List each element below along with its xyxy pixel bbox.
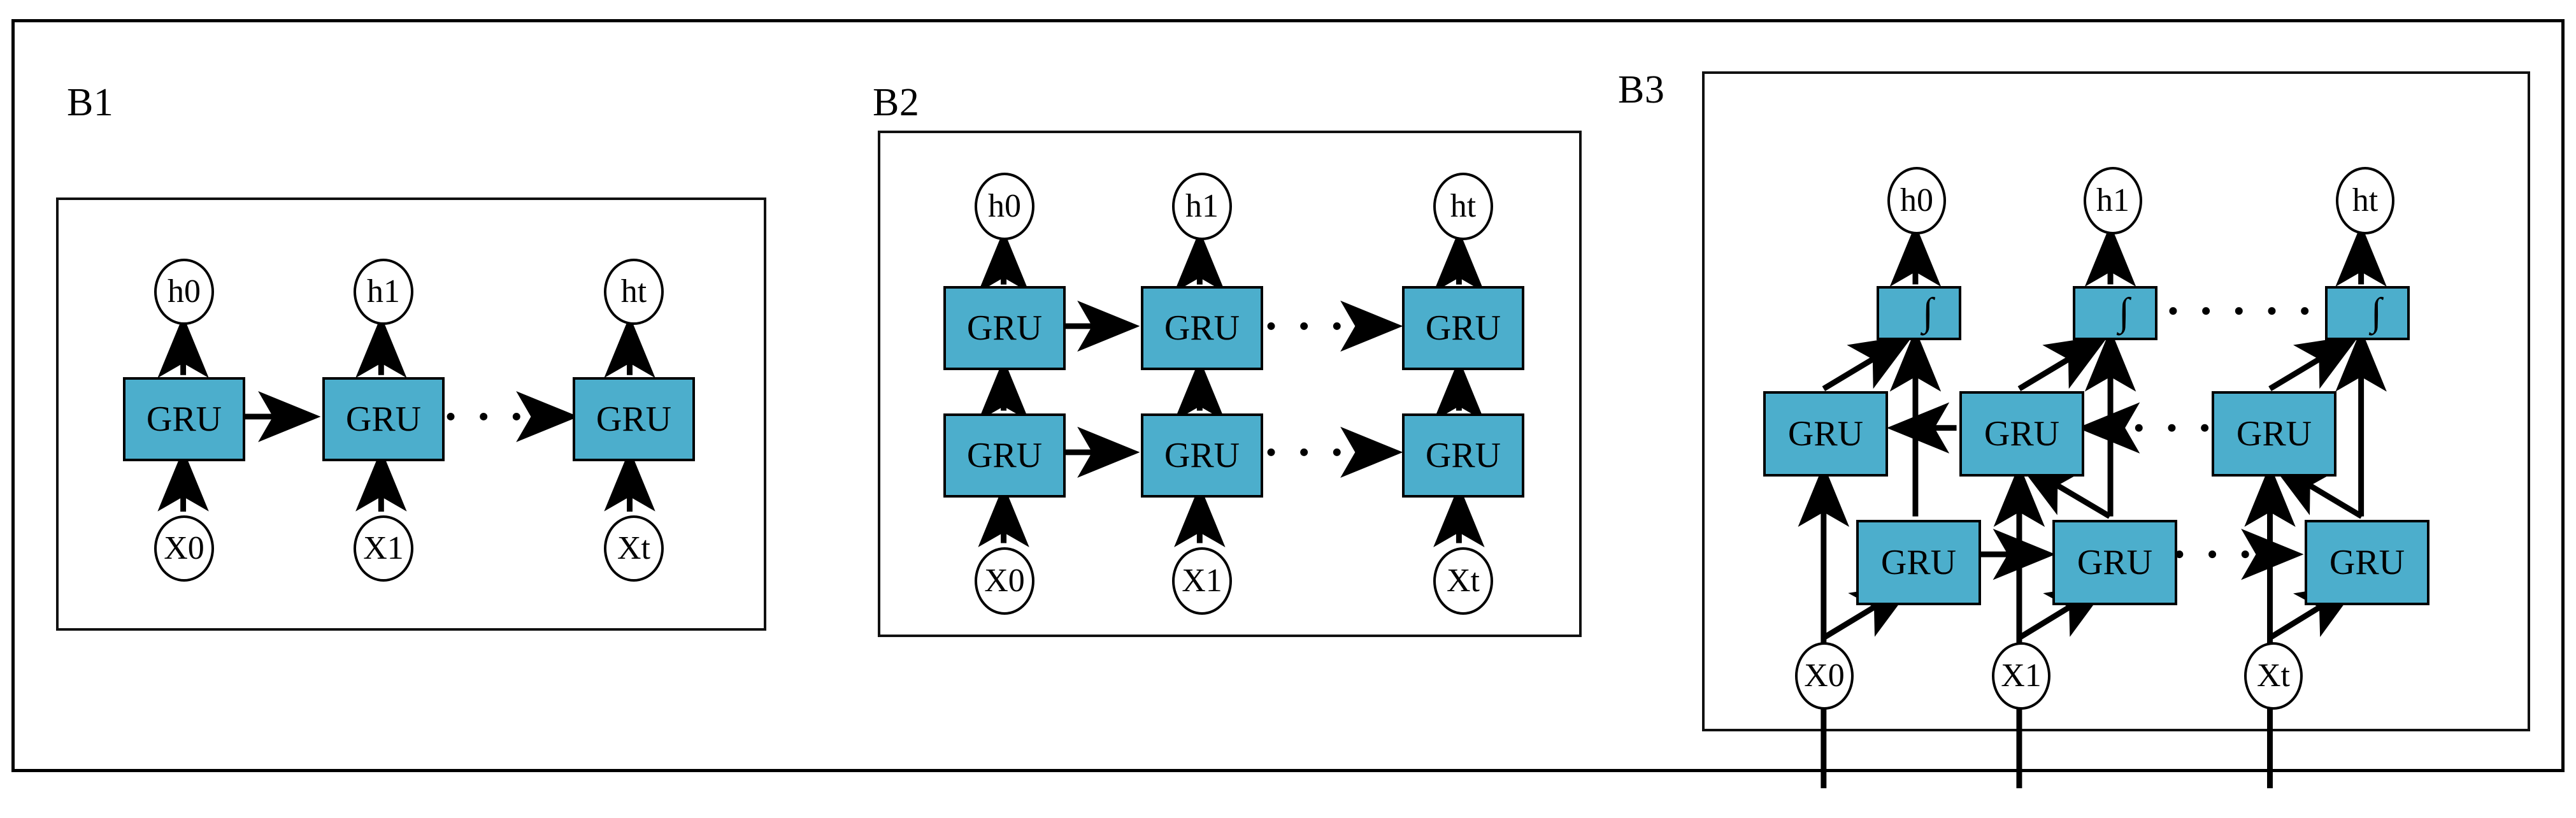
gru-cell-b2-l1-tt: GRU <box>1402 413 1524 498</box>
node-input-x0: X0 <box>154 515 214 582</box>
panel-label-b1: B1 <box>67 81 114 124</box>
node-output-h0: h0 <box>975 173 1034 240</box>
node-output-h1: h1 <box>2084 167 2142 234</box>
node-output-h1: h1 <box>354 259 413 325</box>
panel-b2: h0 h1 ht GRU GRU GRU GRU GRU GRU X0 X1 X… <box>878 131 1582 637</box>
gru-cell-b2-l2-tt: GRU <box>1402 286 1524 370</box>
gru-cell-b2-l1-t0: GRU <box>943 413 1066 498</box>
merge-cell-b3-t1: ∫ <box>2073 286 2157 340</box>
gru-cell-b1-tt: GRU <box>573 377 695 461</box>
gru-cell-b2-l2-t0: GRU <box>943 286 1066 370</box>
gru-cell-b1-t1: GRU <box>322 377 445 461</box>
node-input-xt: Xt <box>2244 642 2303 710</box>
gru-cell-b3-fwd-tt: GRU <box>2305 520 2429 605</box>
node-output-h0: h0 <box>1887 167 1946 234</box>
gru-cell-b2-l1-t1: GRU <box>1141 413 1263 498</box>
node-input-x1: X1 <box>1992 642 2050 710</box>
node-input-xt: Xt <box>1433 547 1493 615</box>
panel-b1: h0 h1 ht GRU GRU GRU X0 X1 Xt <box>56 197 766 631</box>
outer-frame <box>11 19 2565 772</box>
panel-label-b2: B2 <box>873 81 920 124</box>
node-output-h1: h1 <box>1172 173 1232 240</box>
node-input-xt: Xt <box>604 515 664 582</box>
node-output-ht: ht <box>604 259 664 325</box>
gru-cell-b3-fwd-t0: GRU <box>1856 520 1981 605</box>
gru-cell-b3-bwd-tt: GRU <box>2212 391 2336 477</box>
node-output-ht: ht <box>1433 173 1493 240</box>
gru-cell-b3-bwd-t0: GRU <box>1763 391 1888 477</box>
node-input-x0: X0 <box>975 547 1034 615</box>
gru-cell-b1-t0: GRU <box>123 377 245 461</box>
panel-b3: h0 h1 ht ∫ ∫ ∫ GRU GRU GRU GRU GRU GRU X… <box>1702 71 2530 789</box>
panel-label-b3: B3 <box>1618 68 1665 111</box>
gru-cell-b3-fwd-t1: GRU <box>2052 520 2177 605</box>
node-output-ht: ht <box>2336 167 2394 234</box>
gru-cell-b3-bwd-t1: GRU <box>1959 391 2084 477</box>
merge-cell-b3-tt: ∫ <box>2325 286 2410 340</box>
node-input-x1: X1 <box>1172 547 1232 615</box>
gru-cell-b2-l2-t1: GRU <box>1141 286 1263 370</box>
node-input-x1: X1 <box>354 515 413 582</box>
node-output-h0: h0 <box>154 259 214 325</box>
node-input-x0: X0 <box>1795 642 1854 710</box>
merge-cell-b3-t0: ∫ <box>1877 286 1961 340</box>
